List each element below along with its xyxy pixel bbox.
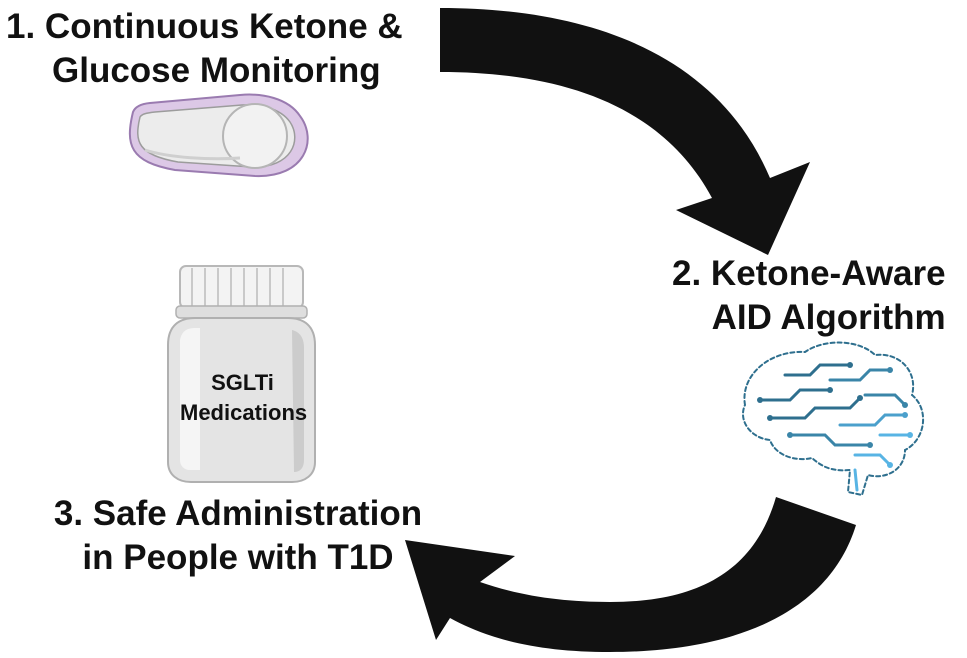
circuit-brain-icon — [742, 341, 925, 497]
step-2-label: 2. Ketone-Aware AID Algorithm — [672, 252, 946, 340]
arrow-bottom — [405, 497, 856, 652]
step-1-line-1: 1. Continuous Ketone & — [6, 7, 403, 46]
step-2-line-2: AID Algorithm — [711, 298, 946, 337]
bottle-label-line-2: Medications — [180, 400, 308, 425]
step-3-line-1: 3. Safe Administration — [53, 494, 423, 533]
bottle-label: SGLTi Medications — [180, 368, 308, 428]
medication-bottle-icon — [167, 265, 316, 483]
step-1-label: 1. Continuous Ketone & Glucose Monitorin… — [6, 5, 403, 93]
step-2-line-1: 2. Ketone-Aware — [672, 254, 946, 293]
cgm-sensor-icon — [128, 93, 309, 178]
step-3-label: 3. Safe Administration in People with T1… — [48, 492, 428, 580]
arrow-top-right — [440, 8, 810, 255]
bottle-label-line-1: SGLTi — [211, 370, 274, 395]
step-3-line-2: in People with T1D — [82, 538, 394, 577]
step-1-line-2: Glucose Monitoring — [52, 51, 381, 90]
